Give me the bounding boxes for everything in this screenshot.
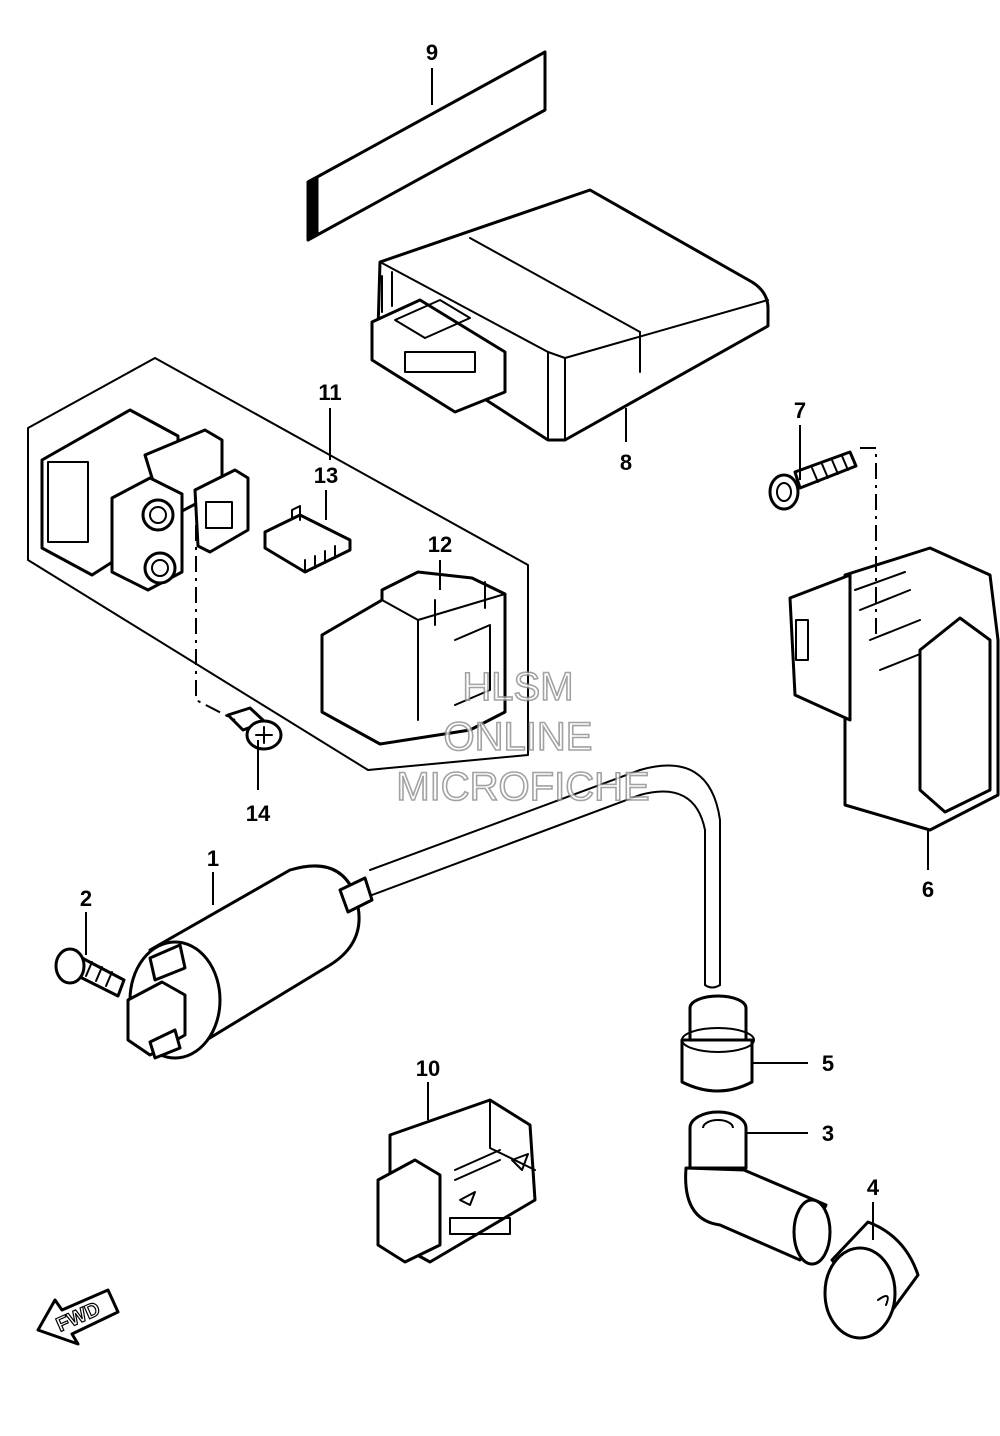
part-11-relay-assembly-box xyxy=(27,357,529,771)
callout-6[interactable]: 6 xyxy=(922,877,934,902)
part-10-connector[interactable] xyxy=(376,1098,537,1264)
part-9-label-strip[interactable] xyxy=(306,50,547,242)
watermark-line-2: ONLINE xyxy=(444,715,593,759)
part-3-plug-cap[interactable] xyxy=(684,1110,832,1266)
callout-4[interactable]: 4 xyxy=(867,1175,880,1200)
callout-1[interactable]: 1 xyxy=(207,846,219,871)
part-14-screw[interactable] xyxy=(226,706,283,751)
watermark-line-3: MICROFICHE xyxy=(396,765,649,809)
callout-8[interactable]: 8 xyxy=(620,450,632,475)
assembly-lines xyxy=(195,447,877,721)
part-6-regulator[interactable] xyxy=(788,546,1000,832)
callout-3[interactable]: 3 xyxy=(822,1121,834,1146)
callout-11[interactable]: 11 xyxy=(318,380,341,405)
callout-13[interactable]: 13 xyxy=(314,463,338,488)
part-4-cap[interactable] xyxy=(823,1220,920,1340)
part-13-fuse[interactable] xyxy=(263,505,352,574)
fwd-direction-arrow: FWD xyxy=(36,1288,120,1346)
part-11-relay-assembly[interactable] xyxy=(40,408,250,592)
part-2-bolt[interactable] xyxy=(54,947,126,998)
part-1-ignition-coil[interactable] xyxy=(126,864,374,1060)
callout-2[interactable]: 2 xyxy=(80,886,92,911)
callout-5[interactable]: 5 xyxy=(822,1051,834,1076)
callout-12[interactable]: 12 xyxy=(428,532,452,557)
callout-labels: 9 8 11 13 12 14 7 6 1 2 5 3 4 10 xyxy=(80,40,934,1200)
callout-9[interactable]: 9 xyxy=(426,40,438,65)
callout-14[interactable]: 14 xyxy=(246,801,271,826)
part-7-bolt[interactable] xyxy=(768,450,858,511)
part-5-seal[interactable] xyxy=(680,994,755,1093)
high-tension-cord xyxy=(369,764,721,989)
callout-10[interactable]: 10 xyxy=(416,1056,440,1081)
callout-7[interactable]: 7 xyxy=(794,398,806,423)
leader-lines xyxy=(85,68,929,1240)
watermark-line-1: HLSM xyxy=(462,665,573,709)
watermark: HLSM ONLINE MICROFICHE xyxy=(396,664,651,810)
part-12-fuse-cover[interactable] xyxy=(320,570,507,746)
part-8-control-unit[interactable] xyxy=(370,188,770,442)
